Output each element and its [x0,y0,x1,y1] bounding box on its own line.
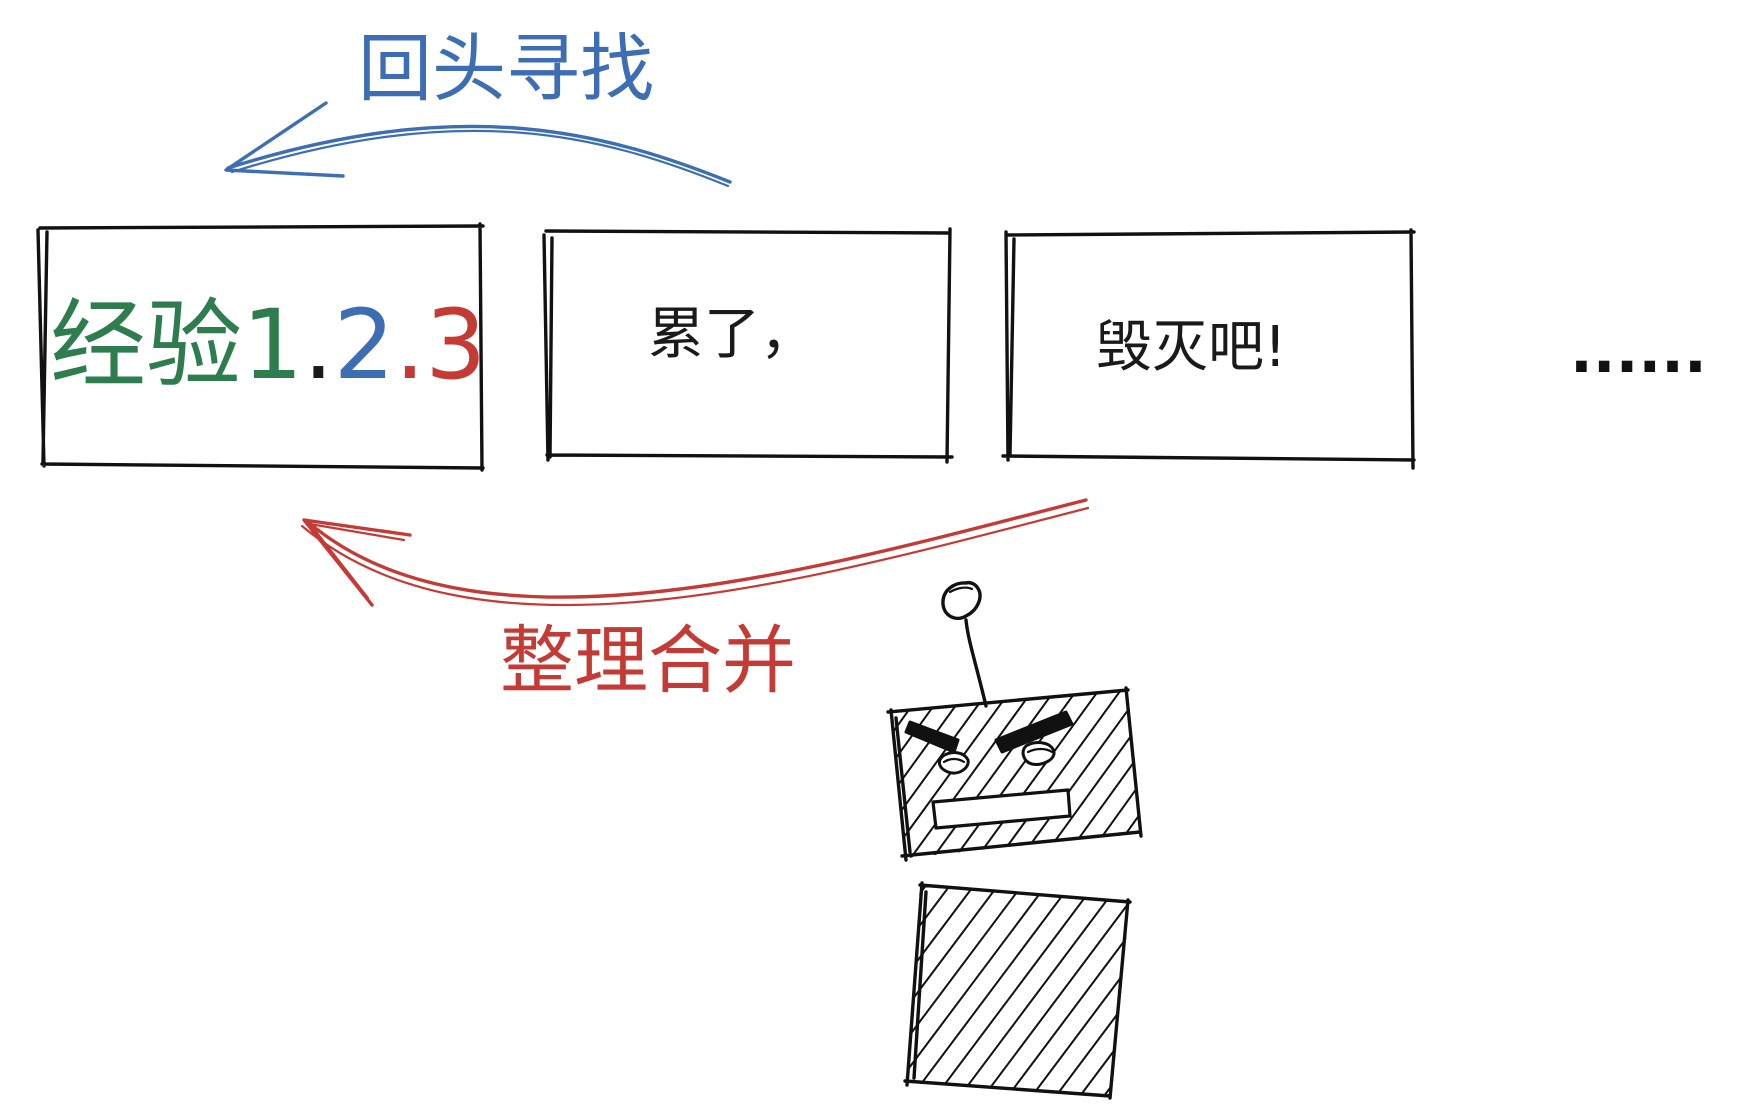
robot-head [886,686,1143,862]
bottom-arrow-curve-double [300,506,1090,607]
title-part-dot-1: . [303,289,334,401]
robot-antenna-ball [941,580,982,621]
top-arrow-head-icon [224,101,345,178]
robot-right-eye [1021,741,1056,766]
robot-right-eye-pupil [1026,747,1054,754]
box-destroy-border [1001,228,1416,470]
title-part-jingyan: 经验 [50,289,242,401]
title-part-dot-2: . [395,289,426,401]
title-part-1: 1 [242,289,303,401]
robot-left-eye-pupil [942,757,966,764]
box-destroy-text: 毁灭吧! [1096,315,1286,380]
top-arrow: 回头寻找 [224,26,732,188]
box-experience: 经验1.2.3 [36,222,486,472]
bottom-arrow-head-double [308,522,406,600]
bottom-arrow-curve [306,498,1088,599]
bottom-arrow-head-icon [302,518,412,607]
top-arrow-curve-double [230,129,730,188]
robot-head-hatch [890,690,1140,858]
box-tired: 累了， [542,227,954,464]
robot-body [903,881,1132,1100]
robot-left-eyebrow [904,720,960,754]
top-arrow-label: 回头寻找 [358,26,654,112]
bottom-arrow: 整理合并 [300,498,1090,704]
robot-body-hatch [907,885,1130,1095]
robot-right-eyebrow [994,710,1074,754]
box-destroy: 毁灭吧! [1001,228,1416,470]
box-tired-border [542,227,954,464]
bottom-arrow-label: 整理合并 [500,618,796,704]
top-arrow-curve [226,124,732,184]
robot-antenna-ball-highlight [948,586,974,594]
box-tired-text: 累了， [648,302,816,367]
title-part-3: 3 [425,289,486,401]
trailing-ellipsis: ...... [1570,317,1707,387]
title-part-2: 2 [334,289,395,401]
robot-antenna [964,618,988,708]
robot-left-eye [937,751,970,775]
box-experience-border [36,222,485,472]
robot-mouth [931,788,1072,830]
angry-robot-icon [886,580,1143,1100]
box-experience-title: 经验1.2.3 [50,289,486,401]
